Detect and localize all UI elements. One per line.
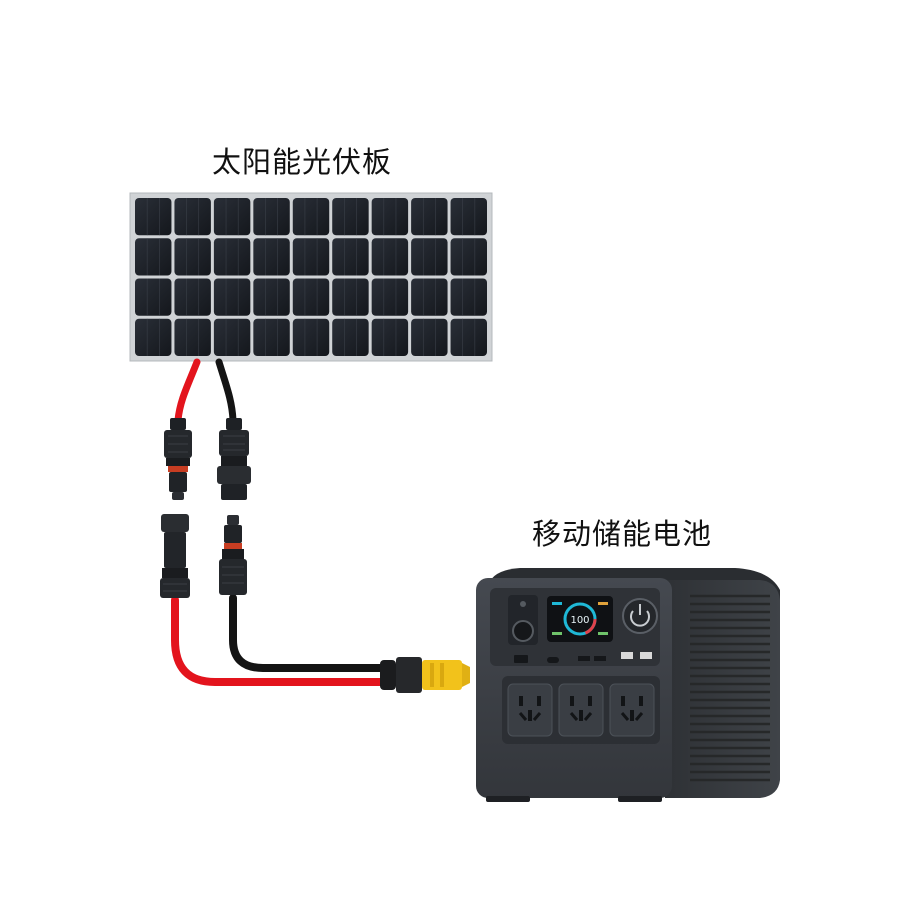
lcd-display <box>547 596 613 642</box>
solar-cell <box>135 238 172 276</box>
solar-cell <box>371 278 409 316</box>
solar-cell <box>371 318 409 356</box>
solar-cell <box>371 238 409 276</box>
negative-lead-upper <box>215 358 237 424</box>
solar-cell <box>371 198 409 236</box>
panel-cells <box>135 198 487 356</box>
solar-cell <box>213 318 251 356</box>
solar-cell <box>292 278 330 316</box>
power-station-label: 移动储能电池 <box>532 517 713 551</box>
solar-cell <box>174 198 211 236</box>
outlet-slot <box>518 712 528 721</box>
outlet-slot <box>630 710 634 721</box>
power-button[interactable] <box>622 598 658 634</box>
solar-cell <box>213 198 251 236</box>
usb-a-port-1[interactable] <box>578 656 590 661</box>
outlet-slot <box>588 696 592 706</box>
solar-cell <box>450 278 487 316</box>
usb-a-port-4[interactable] <box>640 652 652 659</box>
solar-cell <box>135 278 172 316</box>
positive-lead-upper <box>174 358 201 424</box>
solar-cell <box>135 198 172 236</box>
solar-cell <box>292 318 330 356</box>
mc4-connector-female-lower <box>160 514 190 598</box>
mc4-connector-male-lower <box>219 515 247 595</box>
foot-right <box>618 796 662 802</box>
outlet-slot <box>634 712 644 721</box>
outlet-slot <box>537 696 541 706</box>
outlet-slot <box>570 696 574 706</box>
side-vents <box>690 594 770 782</box>
mc4-connector-female-upper <box>217 418 251 500</box>
solar-cell <box>174 238 211 276</box>
outlet-slot <box>579 710 583 721</box>
outlet-slot <box>583 712 593 721</box>
usb-a-port-2[interactable] <box>594 656 606 661</box>
usb-a-port-3[interactable] <box>621 652 633 659</box>
foot-left <box>486 796 530 802</box>
ac-outlets <box>507 683 655 737</box>
solar-cell <box>213 278 251 316</box>
solar-cell <box>450 318 487 356</box>
solar-cell <box>332 198 369 236</box>
solar-cell <box>253 278 290 316</box>
solar-cell <box>253 318 290 356</box>
outlet-slot <box>519 696 523 706</box>
solar-cell <box>411 198 448 236</box>
negative-cable <box>229 594 389 672</box>
dc-port[interactable] <box>514 655 528 663</box>
solar-cell <box>292 198 330 236</box>
power-icon <box>630 610 650 627</box>
outlet-slot <box>532 712 542 721</box>
solar-cell <box>411 238 448 276</box>
solar-cell <box>174 278 211 316</box>
solar-cell <box>213 238 251 276</box>
positive-cable <box>171 596 389 686</box>
solar-cell <box>411 318 448 356</box>
outlet-slot <box>639 696 643 706</box>
outlet-slot <box>620 712 630 721</box>
outlet-slot <box>569 712 579 721</box>
cables <box>171 358 389 686</box>
solar-panel <box>129 192 493 362</box>
solar-cell <box>450 198 487 236</box>
power-station: 100 <box>476 568 780 802</box>
solar-cell <box>253 238 290 276</box>
solar-cell <box>292 238 330 276</box>
solar-cell <box>135 318 172 356</box>
solar-panel-label: 太阳能光伏板 <box>212 145 393 179</box>
usb-c-port[interactable] <box>547 657 559 663</box>
solar-cell <box>332 278 369 316</box>
car-socket-icon <box>512 620 534 642</box>
xt60-plug <box>380 657 470 693</box>
solar-cell <box>411 278 448 316</box>
outlet-slot <box>528 710 532 721</box>
solar-cell <box>253 198 290 236</box>
solar-cell <box>332 318 369 356</box>
mc4-connector-male-upper <box>164 418 192 500</box>
solar-cell <box>174 318 211 356</box>
outlet-slot <box>621 696 625 706</box>
solar-cell <box>450 238 487 276</box>
solar-cell <box>332 238 369 276</box>
station-side <box>665 580 780 798</box>
display-value: 100 <box>570 615 589 626</box>
